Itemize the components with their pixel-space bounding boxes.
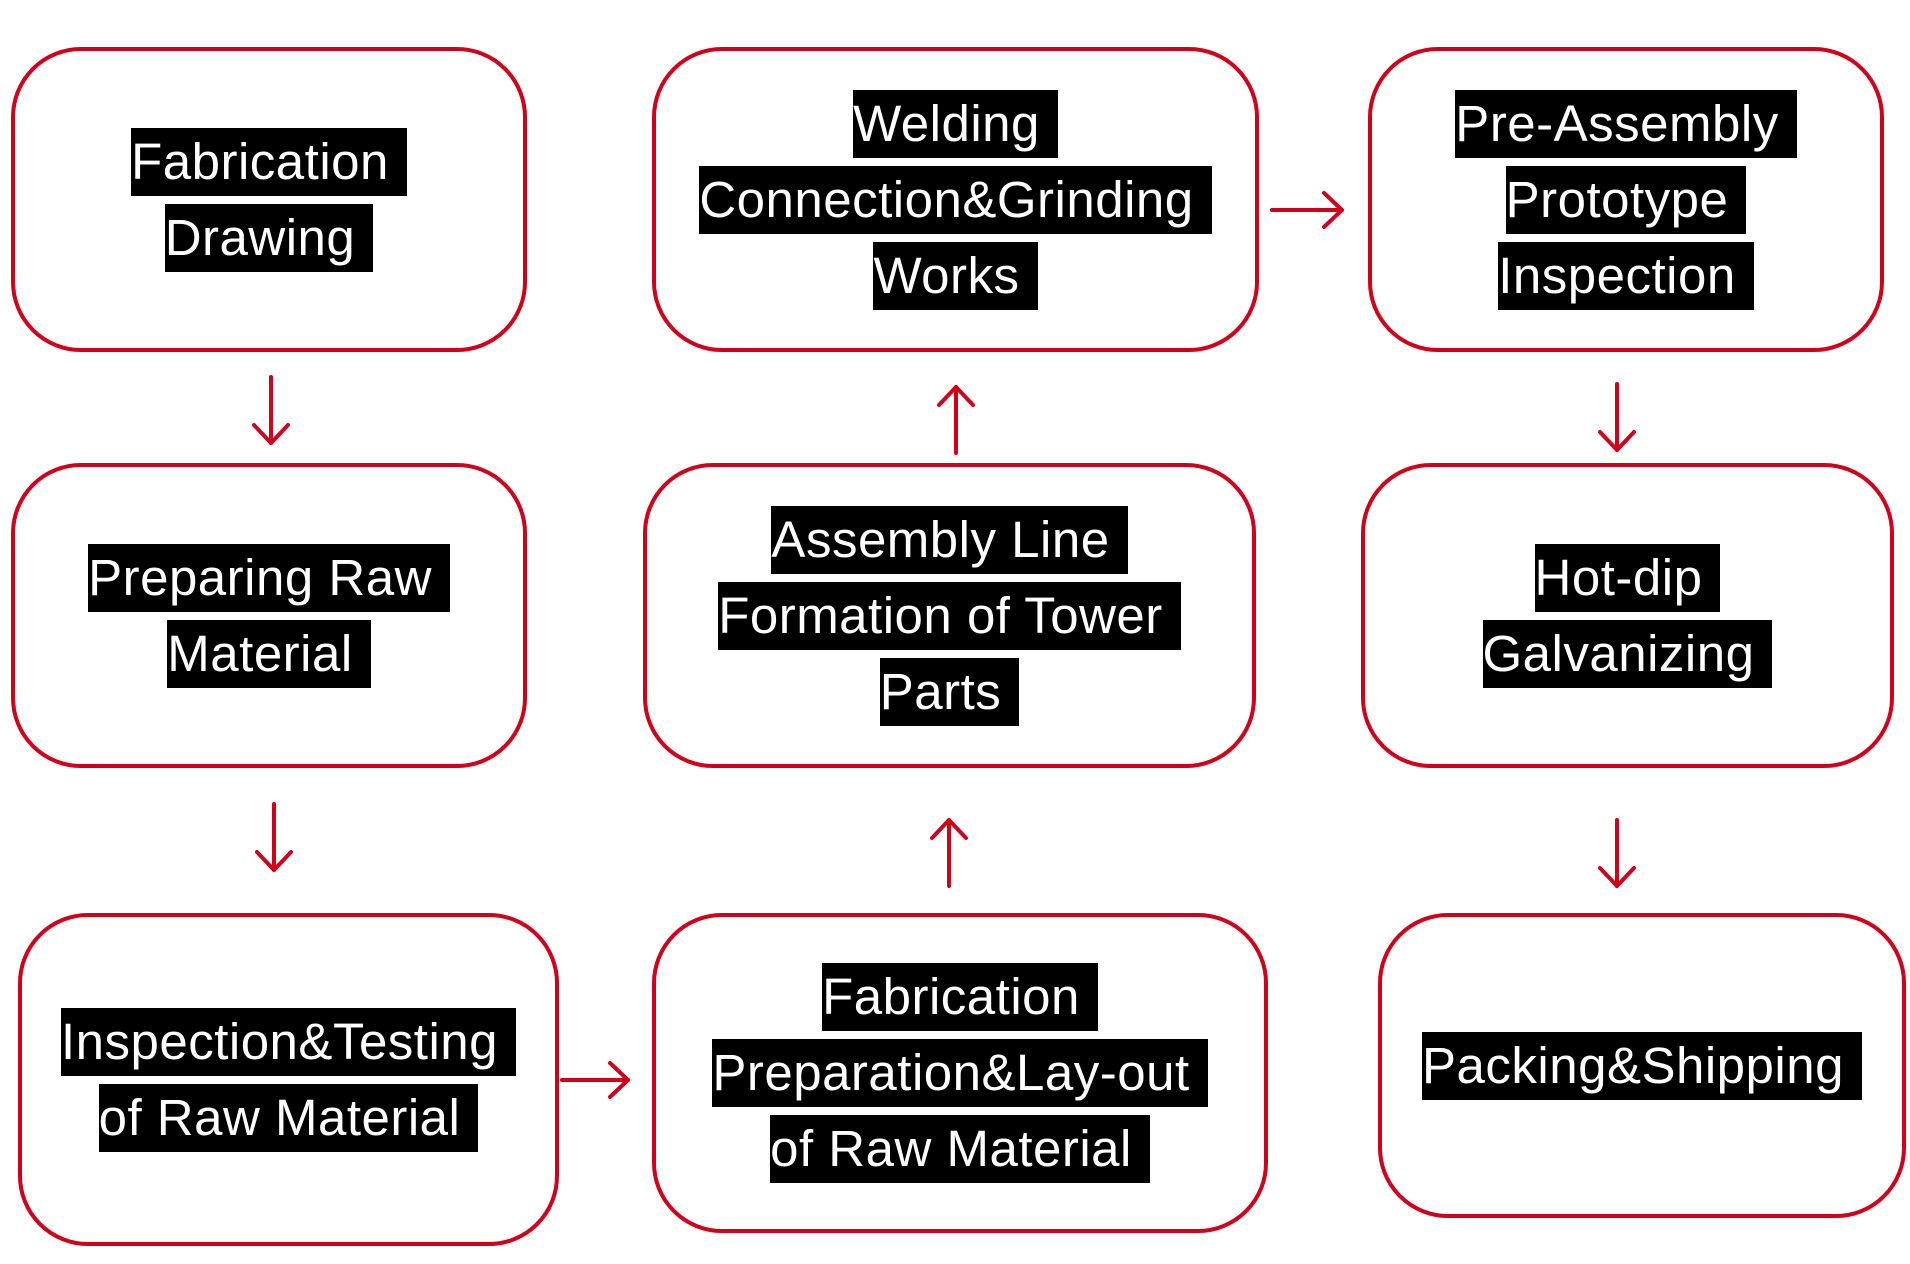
step-label-line: Preparation&Lay-out: [712, 1039, 1208, 1107]
step-assembly-line: Assembly Line Formation of Tower Parts: [643, 463, 1256, 768]
step-hot-dip: Hot-dip Galvanizing: [1361, 463, 1894, 768]
step-label-line: Works: [873, 241, 1038, 310]
step-label-line: Galvanizing: [1482, 619, 1773, 688]
arrow-down-icon: [252, 375, 290, 445]
arrow-down-icon: [1598, 382, 1636, 452]
step-label-line: Inspection: [1498, 241, 1754, 310]
step-label-line: Welding: [853, 89, 1058, 158]
step-label-line: Assembly Line: [771, 505, 1128, 574]
arrow-down-icon: [1598, 818, 1636, 888]
step-label-line: Packing&Shipping: [1422, 1031, 1862, 1100]
step-label-line: Formation of Tower: [718, 581, 1181, 650]
step-label-line: Fabrication: [131, 127, 407, 196]
step-label-line: Connection&Grinding: [699, 165, 1212, 234]
step-fabrication-drawing: Fabrication Drawing: [11, 47, 527, 352]
step-label-line: Hot-dip: [1534, 543, 1721, 612]
step-label-line: Pre-Assembly: [1455, 89, 1797, 158]
arrow-down-icon: [255, 802, 293, 872]
step-label-line: of Raw Material: [770, 1115, 1150, 1183]
arrow-right-icon: [1270, 191, 1344, 229]
step-label-line: Prototype: [1505, 165, 1747, 234]
step-label-line: Fabrication: [822, 963, 1098, 1031]
step-label-line: of Raw Material: [98, 1083, 479, 1152]
arrow-up-icon: [937, 385, 975, 455]
step-welding: Welding Connection&Grinding Works: [652, 47, 1259, 352]
step-label-line: Parts: [879, 657, 1020, 726]
step-label-line: Preparing Raw: [88, 543, 450, 612]
arrow-up-icon: [930, 818, 968, 888]
step-preparing-raw-material: Preparing Raw Material: [11, 463, 527, 768]
step-pre-assembly: Pre-Assembly Prototype Inspection: [1368, 47, 1884, 352]
step-label-line: Drawing: [164, 203, 374, 272]
step-label-line: Inspection&Testing: [60, 1007, 517, 1076]
step-packing-shipping: Packing&Shipping: [1378, 913, 1906, 1218]
step-fabrication-preparation: Fabrication Preparation&Lay-out of Raw M…: [652, 913, 1268, 1233]
step-inspection-testing: Inspection&Testing of Raw Material: [18, 913, 559, 1246]
step-label-line: Material: [167, 619, 371, 688]
arrow-right-icon: [560, 1061, 630, 1099]
